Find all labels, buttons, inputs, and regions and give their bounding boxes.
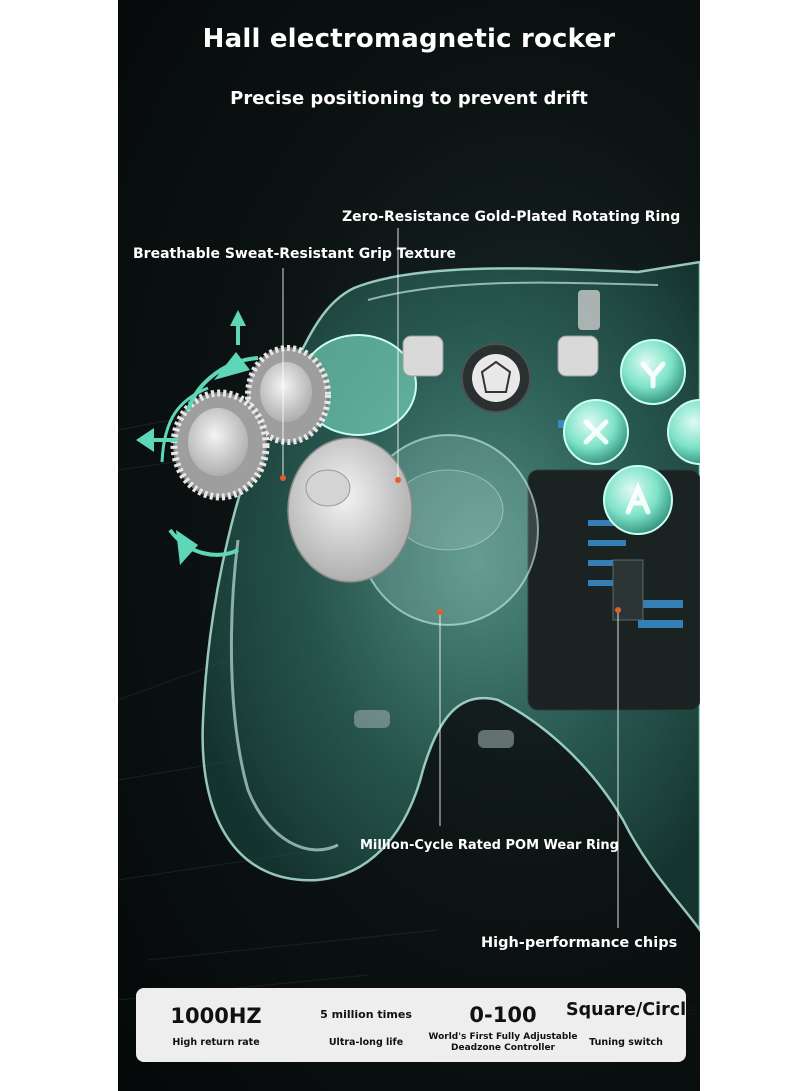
product-panel: Hall electromagnetic rocker Precise posi… — [118, 0, 700, 1091]
stat-label: World's First Fully Adjustable Deadzone … — [428, 1032, 578, 1054]
callout-rotating-ring: Zero-Resistance Gold-Plated Rotating Rin… — [342, 209, 681, 225]
stat-label: Ultra-long life — [328, 1037, 404, 1048]
callout-chips: High-performance chips — [481, 935, 678, 951]
callout-grip-texture: Breathable Sweat-Resistant Grip Texture — [133, 246, 457, 262]
exploded-stick-rings — [170, 345, 331, 501]
stat-tuning-switch: Square/Circle Tuning switch — [566, 988, 699, 1062]
stat-label: High return rate — [172, 1037, 260, 1048]
callout-dots — [280, 475, 621, 615]
stat-value: 5 million times — [320, 1008, 412, 1021]
stat-label-line: Deadzone Controller — [451, 1043, 555, 1053]
face-button-b — [667, 399, 700, 465]
stat-value: 0-100 — [469, 1003, 537, 1027]
callout-pom-ring: Million-Cycle Rated POM Wear Ring — [360, 838, 619, 853]
stat-value: 1000HZ — [170, 1004, 262, 1028]
controller-illustration — [136, 228, 700, 933]
stat-lifespan: 5 million times Ultra-long life — [306, 988, 426, 1062]
subheadline: Precise positioning to prevent drift — [230, 88, 588, 109]
stats-bar: 1000HZ High return rate 5 million times … — [136, 988, 699, 1062]
stat-label: Tuning switch — [589, 1037, 663, 1048]
face-button-y — [620, 339, 686, 405]
face-button-a — [603, 465, 673, 535]
headline: Hall electromagnetic rocker — [202, 24, 616, 54]
thumbstick-cap — [287, 437, 413, 583]
stat-value: Square/Circle — [566, 1000, 699, 1020]
stat-return-rate: 1000HZ High return rate — [156, 988, 276, 1062]
stat-deadzone: 0-100 World's First Fully Adjustable Dea… — [428, 988, 578, 1062]
movement-arrows — [136, 310, 259, 565]
stat-label-line: World's First Fully Adjustable — [428, 1032, 578, 1042]
